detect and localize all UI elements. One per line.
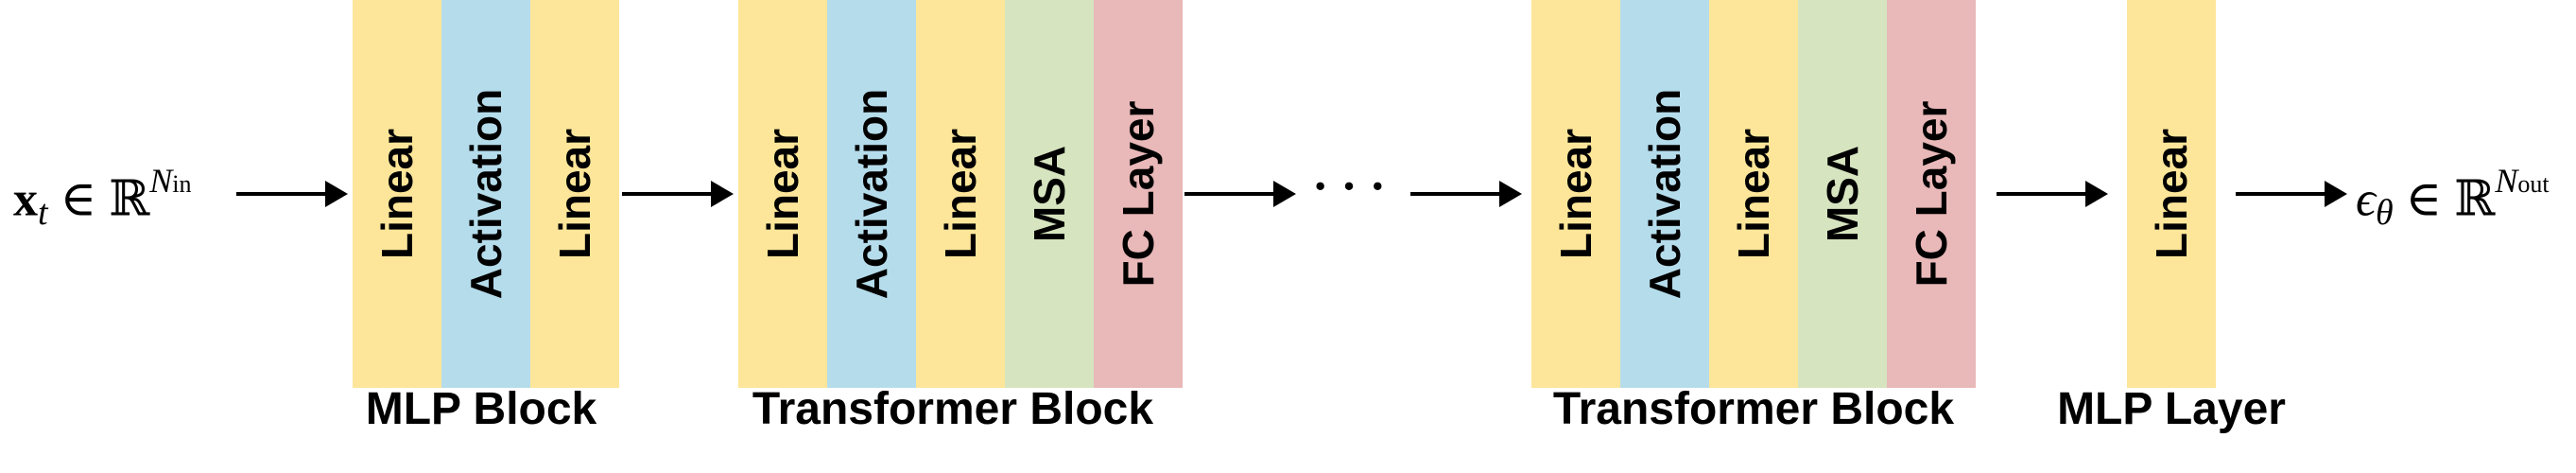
mlp-block-caption: MLP Block	[365, 384, 597, 434]
transformer-1-msa: MSA	[1005, 0, 1094, 388]
input-symbol: x	[13, 172, 38, 227]
layer-label: Activation	[1640, 88, 1689, 300]
mlp-block-linear-1: Linear	[353, 0, 441, 388]
transformer-2-linear-1: Linear	[1531, 0, 1620, 388]
transformer-block-1-caption: Transformer Block	[752, 384, 1154, 434]
input-exp-base: N	[149, 162, 173, 200]
arrow-transformer-1-to-ellipsis	[1184, 181, 1296, 207]
layer-label: FC Layer	[1114, 100, 1163, 288]
layer-label: Activation	[847, 88, 896, 300]
transformer-block-2-caption: Transformer Block	[1552, 384, 1955, 434]
ellipsis: · · ·	[1312, 160, 1387, 214]
input-subscript: t	[38, 193, 48, 234]
mlp-layer-linear: Linear	[2127, 0, 2216, 388]
mlp-block: Linear Activation Linear	[353, 0, 619, 388]
output-exp-base: N	[2495, 162, 2518, 200]
input-exp-sub: in	[172, 170, 192, 198]
input-element-of: ∈	[60, 172, 97, 227]
mlp-layer: Linear	[2127, 0, 2216, 388]
layer-label: Linear	[1551, 128, 1600, 260]
layer-label: FC Layer	[1907, 100, 1956, 288]
transformer-2-msa: MSA	[1798, 0, 1887, 388]
mlp-layer-caption: MLP Layer	[2057, 384, 2286, 434]
layer-label: Linear	[372, 128, 422, 260]
arrow-input-to-mlp-block	[236, 181, 348, 207]
transformer-1-fc-layer: FC Layer	[1094, 0, 1183, 388]
output-symbol: ϵ	[2356, 172, 2376, 227]
layer-label: Linear	[1729, 128, 1778, 260]
output-subscript: θ	[2375, 193, 2394, 234]
arrow-mlp-to-transformer-1	[622, 181, 734, 207]
transformer-2-linear-2: Linear	[1709, 0, 1798, 388]
output-formula: ϵθ ∈ ℝNout	[2356, 162, 2550, 233]
mlp-block-linear-2: Linear	[530, 0, 619, 388]
arrow-mlp-layer-to-output	[2236, 181, 2347, 207]
output-exp-sub: out	[2517, 170, 2550, 198]
layer-label: Linear	[550, 128, 599, 260]
layer-label: Activation	[461, 88, 510, 300]
transformer-2-activation: Activation	[1620, 0, 1709, 388]
input-real-set: ℝ	[109, 172, 150, 227]
arrow-transformer-2-to-mlp-layer	[1997, 181, 2108, 207]
input-formula: xt ∈ ℝNin	[13, 162, 192, 233]
transformer-2-fc-layer: FC Layer	[1887, 0, 1976, 388]
transformer-block-1: Linear Activation Linear MSA FC Layer	[738, 0, 1183, 388]
transformer-block-2: Linear Activation Linear MSA FC Layer	[1531, 0, 1976, 388]
transformer-1-linear-1: Linear	[738, 0, 827, 388]
mlp-block-activation: Activation	[441, 0, 530, 388]
layer-label: MSA	[1818, 145, 1867, 243]
transformer-1-linear-2: Linear	[916, 0, 1005, 388]
layer-label: Linear	[936, 128, 985, 260]
arrow-ellipsis-to-transformer-2	[1410, 181, 1522, 207]
output-real-set: ℝ	[2454, 172, 2496, 227]
transformer-1-activation: Activation	[827, 0, 916, 388]
layer-label: Linear	[2147, 128, 2196, 260]
layer-label: MSA	[1025, 145, 1074, 243]
output-element-of: ∈	[2405, 172, 2443, 227]
layer-label: Linear	[758, 128, 807, 260]
